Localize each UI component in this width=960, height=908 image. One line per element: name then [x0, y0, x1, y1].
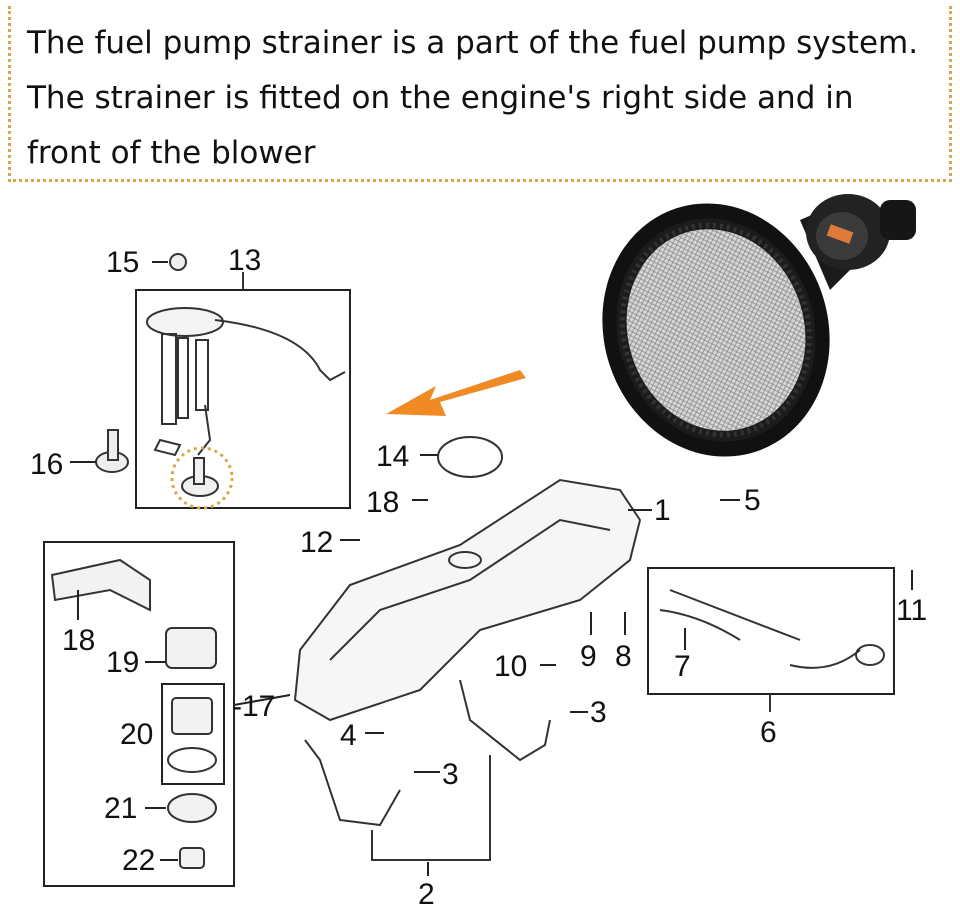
part-label-6: 6 — [760, 716, 777, 749]
part-label-10: 10 — [494, 650, 527, 683]
vapor-canister-box — [43, 541, 235, 887]
fuel-tank-drawing — [293, 478, 642, 722]
leader-lines — [70, 261, 913, 876]
strainer-highlight-circle — [170, 446, 234, 510]
part-label-21: 21 — [104, 792, 137, 825]
tank-strap-drawing — [304, 679, 551, 861]
part-label-17: -17 — [232, 690, 275, 723]
part-label-8: 8 — [615, 640, 632, 673]
fuel-pump-strainer-image — [602, 194, 916, 457]
bolt-drawing — [169, 253, 187, 271]
part-label-12: 12 — [300, 526, 333, 559]
vapor-canister-drawing — [50, 558, 217, 869]
part-label-3b: 3 — [442, 758, 459, 791]
part-label-5: 5 — [744, 484, 761, 517]
pump-module-drawing — [146, 272, 346, 457]
part-label-11: 11 — [896, 594, 927, 627]
part-label-2: 2 — [418, 878, 435, 908]
part-label-22: 22 — [122, 844, 155, 877]
part-label-14: 14 — [376, 440, 409, 473]
part-label-13: 13 — [228, 244, 261, 277]
part-label-16: 16 — [30, 448, 63, 481]
caption-line-3: front of the blower — [27, 135, 316, 171]
caption-line-2: The strainer is fitted on the engine's r… — [27, 80, 854, 116]
caption-box: The fuel pump strainer is a part of the … — [8, 6, 952, 182]
filter-subbox — [161, 683, 225, 785]
part-label-7: 7 — [674, 650, 691, 683]
orange-pointer-arrow — [386, 370, 526, 416]
part-label-1: 1 — [654, 494, 671, 527]
part-label-19: 19 — [106, 646, 139, 679]
valve-drawing — [95, 429, 129, 473]
strainer-part-drawing — [181, 457, 219, 497]
part-label-9: 9 — [580, 640, 597, 673]
caption-line-1: The fuel pump strainer is a part of the … — [27, 25, 919, 61]
part-label-20: 20 — [120, 718, 153, 751]
filler-pipe-drawing — [659, 589, 885, 712]
part-label-4: 4 — [340, 719, 357, 752]
seal-ring-drawing — [437, 436, 503, 478]
part-label-18a: 18 — [366, 486, 399, 519]
part-label-18b: 18 — [62, 624, 95, 657]
part-label-3a: 3 — [590, 696, 607, 729]
part-label-15: 15 — [106, 246, 139, 279]
